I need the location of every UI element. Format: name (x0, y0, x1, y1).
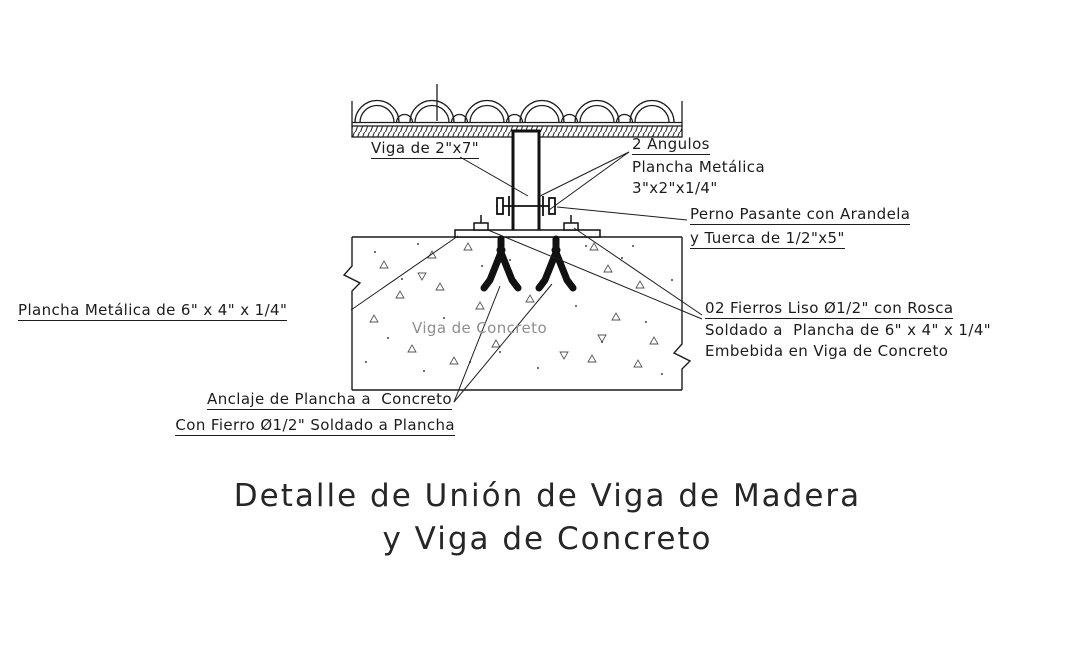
label-left-plate: Plancha Metálica de 6" x 4" x 1/4" (18, 301, 288, 321)
label-angles-line1: 2 Ángulos (632, 135, 710, 155)
concrete-texture (365, 242, 673, 375)
label-angles-line3: 3"x2"x1/4" (632, 179, 718, 197)
roof-tiles (351, 84, 683, 126)
label-angles-line2: Plancha Metálica (632, 158, 766, 176)
bolt-nut-left (496, 197, 504, 215)
anchor-rods (480, 235, 577, 292)
label-rods-line3: Embebida en Viga de Concreto (705, 342, 949, 360)
label-wood-beam: Viga de 2"x7" (371, 139, 480, 159)
leader-through-bolt (556, 206, 688, 221)
right-break-edge (672, 237, 692, 390)
leader-anchor-1 (453, 285, 501, 403)
label-through-bolt-line2: y Tuerca de 1/2"x5" (690, 229, 845, 249)
leader-anchor-2 (453, 283, 553, 403)
threaded-rod-heads (473, 215, 579, 231)
label-concrete-beam: Viga de Concreto (412, 319, 548, 337)
label-anchor-line2: Con Fierro Ø1/2" Soldado a Plancha (175, 416, 455, 436)
concrete-dots (365, 243, 673, 375)
label-anchor-line1: Anclaje de Plancha a Concreto (207, 390, 452, 410)
leader-rods-1 (573, 227, 703, 316)
drawing-title-line2: y Viga de Concreto (382, 521, 713, 557)
leader-wood-beam (459, 156, 529, 197)
leader-lines (350, 151, 703, 403)
leader-angles-1 (537, 151, 630, 198)
drawing-title-line1: Detalle de Unión de Viga de Madera (233, 478, 862, 514)
label-rods-line1: 02 Fierros Liso Ø1/2" con Rosca (705, 299, 954, 319)
wood-beam-section (511, 129, 541, 238)
label-through-bolt-line1: Perno Pasante con Arandela (690, 205, 911, 225)
leader-rods-2 (487, 229, 703, 320)
base-plate (454, 229, 601, 238)
leader-left-plate (350, 235, 459, 311)
left-break-edge (342, 237, 362, 390)
label-rods-line2: Soldado a Plancha de 6" x 4" x 1/4" (705, 321, 992, 339)
leader-angles-2 (548, 151, 630, 211)
anchor-rod-left (480, 235, 522, 292)
